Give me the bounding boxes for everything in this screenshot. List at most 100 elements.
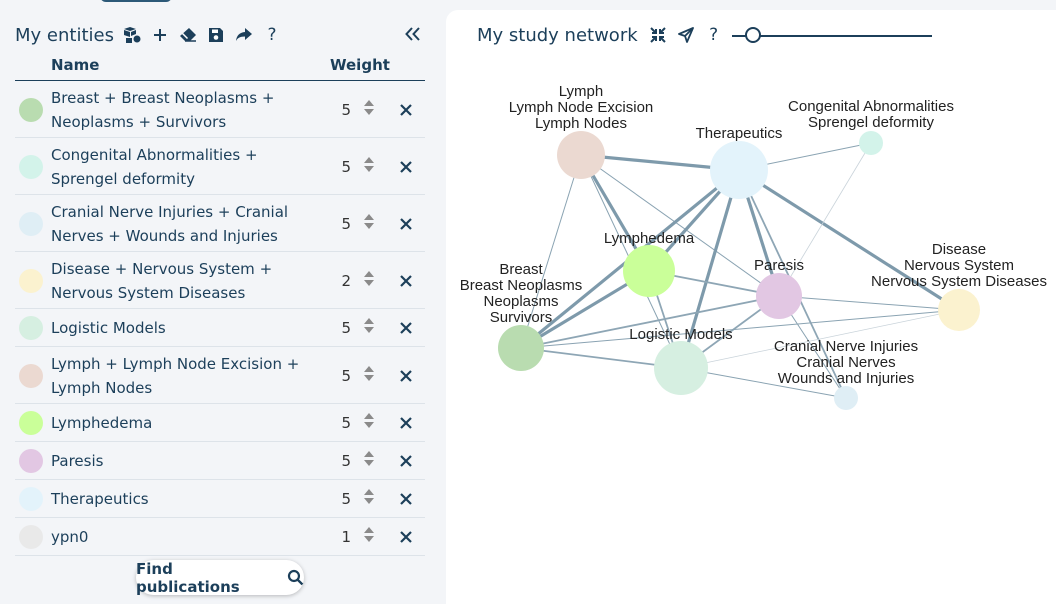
network-node-label: Breast: [499, 261, 543, 278]
weight-stepper[interactable]: [363, 524, 375, 550]
entity-name[interactable]: Lymph + Lymph Node Excision + Lymph Node…: [51, 355, 300, 397]
entity-name[interactable]: ypn0: [51, 528, 89, 546]
entity-weight-input[interactable]: 1: [341, 528, 351, 546]
network-edge: [778, 142, 872, 297]
add-icon[interactable]: [146, 23, 174, 47]
entity-name[interactable]: Cranial Nerve Injuries + Cranial Nerves …: [51, 203, 289, 245]
remove-entity-icon[interactable]: [397, 319, 415, 337]
weight-stepper[interactable]: [363, 448, 375, 474]
remove-entity-icon[interactable]: [397, 215, 415, 233]
remove-entity-icon[interactable]: [397, 414, 415, 432]
network-node-disease[interactable]: [938, 289, 980, 331]
stepper-down-icon[interactable]: [364, 422, 374, 428]
network-node-label: Cranial Nerve Injuries: [774, 338, 918, 355]
weight-stepper[interactable]: [363, 97, 375, 123]
entity-name[interactable]: Lymphedema: [51, 414, 153, 432]
stepper-down-icon[interactable]: [364, 327, 374, 333]
entity-row: Logistic Models 5: [15, 309, 425, 347]
stepper-up-icon[interactable]: [364, 413, 374, 419]
entity-weight-input[interactable]: 5: [341, 319, 351, 337]
network-help-icon[interactable]: ?: [709, 25, 719, 45]
entity-weight-input[interactable]: 5: [341, 452, 351, 470]
zoom-slider[interactable]: [731, 25, 932, 45]
network-edge: [520, 154, 582, 349]
network-edge: [738, 168, 960, 312]
entity-row: Paresis 5: [15, 442, 425, 480]
remove-entity-icon[interactable]: [397, 367, 415, 385]
network-node-breast[interactable]: [498, 325, 544, 371]
save-icon[interactable]: [202, 23, 230, 47]
stepper-down-icon[interactable]: [364, 165, 374, 172]
entity-color-dot: [19, 411, 43, 435]
weight-stepper[interactable]: [363, 410, 375, 436]
stepper-up-icon[interactable]: [364, 156, 374, 163]
stepper-up-icon[interactable]: [364, 99, 374, 106]
collapse-arrows-icon[interactable]: [644, 23, 672, 47]
stepper-up-icon[interactable]: [364, 318, 374, 324]
weight-stepper[interactable]: [363, 486, 375, 512]
eraser-icon[interactable]: [174, 23, 202, 47]
entities-table-header: Name Weight: [15, 54, 425, 81]
double-chevron-left-icon[interactable]: [399, 22, 427, 46]
remove-entity-icon[interactable]: [397, 452, 415, 470]
weight-stepper[interactable]: [363, 315, 375, 341]
weight-stepper[interactable]: [363, 363, 375, 389]
stepper-up-icon[interactable]: [364, 451, 374, 457]
network-node-lymph[interactable]: [557, 131, 605, 179]
remove-entity-icon[interactable]: [397, 528, 415, 546]
stepper-down-icon[interactable]: [364, 460, 374, 466]
entity-name[interactable]: Logistic Models: [51, 319, 166, 337]
zoom-slider-knob[interactable]: [744, 27, 761, 43]
network-node-cranial[interactable]: [834, 386, 858, 410]
entity-color-dot: [19, 487, 43, 511]
entity-weight-input[interactable]: 2: [341, 271, 351, 290]
network-node-label: Paresis: [754, 257, 804, 274]
entity-weight-input[interactable]: 5: [341, 100, 351, 119]
stepper-down-icon[interactable]: [364, 536, 374, 542]
stepper-up-icon[interactable]: [364, 527, 374, 533]
stepper-down-icon[interactable]: [364, 498, 374, 504]
share-icon[interactable]: [230, 23, 258, 47]
entity-name[interactable]: Paresis: [51, 452, 104, 470]
category-icon[interactable]: [118, 23, 146, 47]
entity-row: Therapeutics 5: [15, 480, 425, 518]
stepper-down-icon[interactable]: [364, 279, 374, 286]
network-edge: [680, 309, 960, 369]
network-node-therapeutics[interactable]: [710, 141, 768, 199]
remove-entity-icon[interactable]: [397, 490, 415, 508]
network-node-paresis[interactable]: [756, 273, 802, 319]
entity-weight-input[interactable]: 5: [341, 157, 351, 176]
entity-name[interactable]: Breast + Breast Neoplasms + Neoplasms + …: [51, 89, 275, 131]
stepper-up-icon[interactable]: [364, 489, 374, 495]
help-icon[interactable]: ?: [267, 25, 277, 45]
remove-entity-icon[interactable]: [397, 272, 415, 290]
entity-weight-input[interactable]: 5: [341, 414, 351, 432]
stepper-up-icon[interactable]: [364, 270, 374, 277]
remove-entity-icon[interactable]: [397, 158, 415, 176]
weight-stepper[interactable]: [363, 211, 375, 237]
network-node-congenital[interactable]: [859, 131, 883, 155]
entity-weight-input[interactable]: 5: [341, 366, 351, 385]
remove-entity-icon[interactable]: [397, 101, 415, 119]
network-node-logistic[interactable]: [654, 341, 708, 395]
network-edge: [680, 367, 847, 399]
network-node-lymphedema[interactable]: [623, 245, 675, 297]
entity-name[interactable]: Congenital Abnormalities + Sprengel defo…: [51, 146, 258, 188]
find-publications-button[interactable]: Find publications: [136, 560, 304, 596]
entity-weight-input[interactable]: 5: [341, 214, 351, 233]
weight-stepper[interactable]: [363, 268, 375, 294]
layout-icon[interactable]: [672, 23, 700, 47]
entity-name[interactable]: Therapeutics: [51, 490, 149, 508]
stepper-down-icon[interactable]: [364, 108, 374, 115]
weight-stepper[interactable]: [363, 154, 375, 180]
network-node-label: Wounds and Injuries: [778, 370, 914, 387]
entity-name[interactable]: Disease + Nervous System + Nervous Syste…: [51, 260, 273, 302]
stepper-up-icon[interactable]: [364, 365, 374, 372]
network-edge: [778, 295, 960, 311]
stepper-down-icon[interactable]: [364, 374, 374, 381]
stepper-up-icon[interactable]: [364, 213, 374, 220]
entity-color-dot: [19, 363, 43, 388]
stepper-down-icon[interactable]: [364, 222, 374, 229]
entity-weight-input[interactable]: 5: [341, 490, 351, 508]
